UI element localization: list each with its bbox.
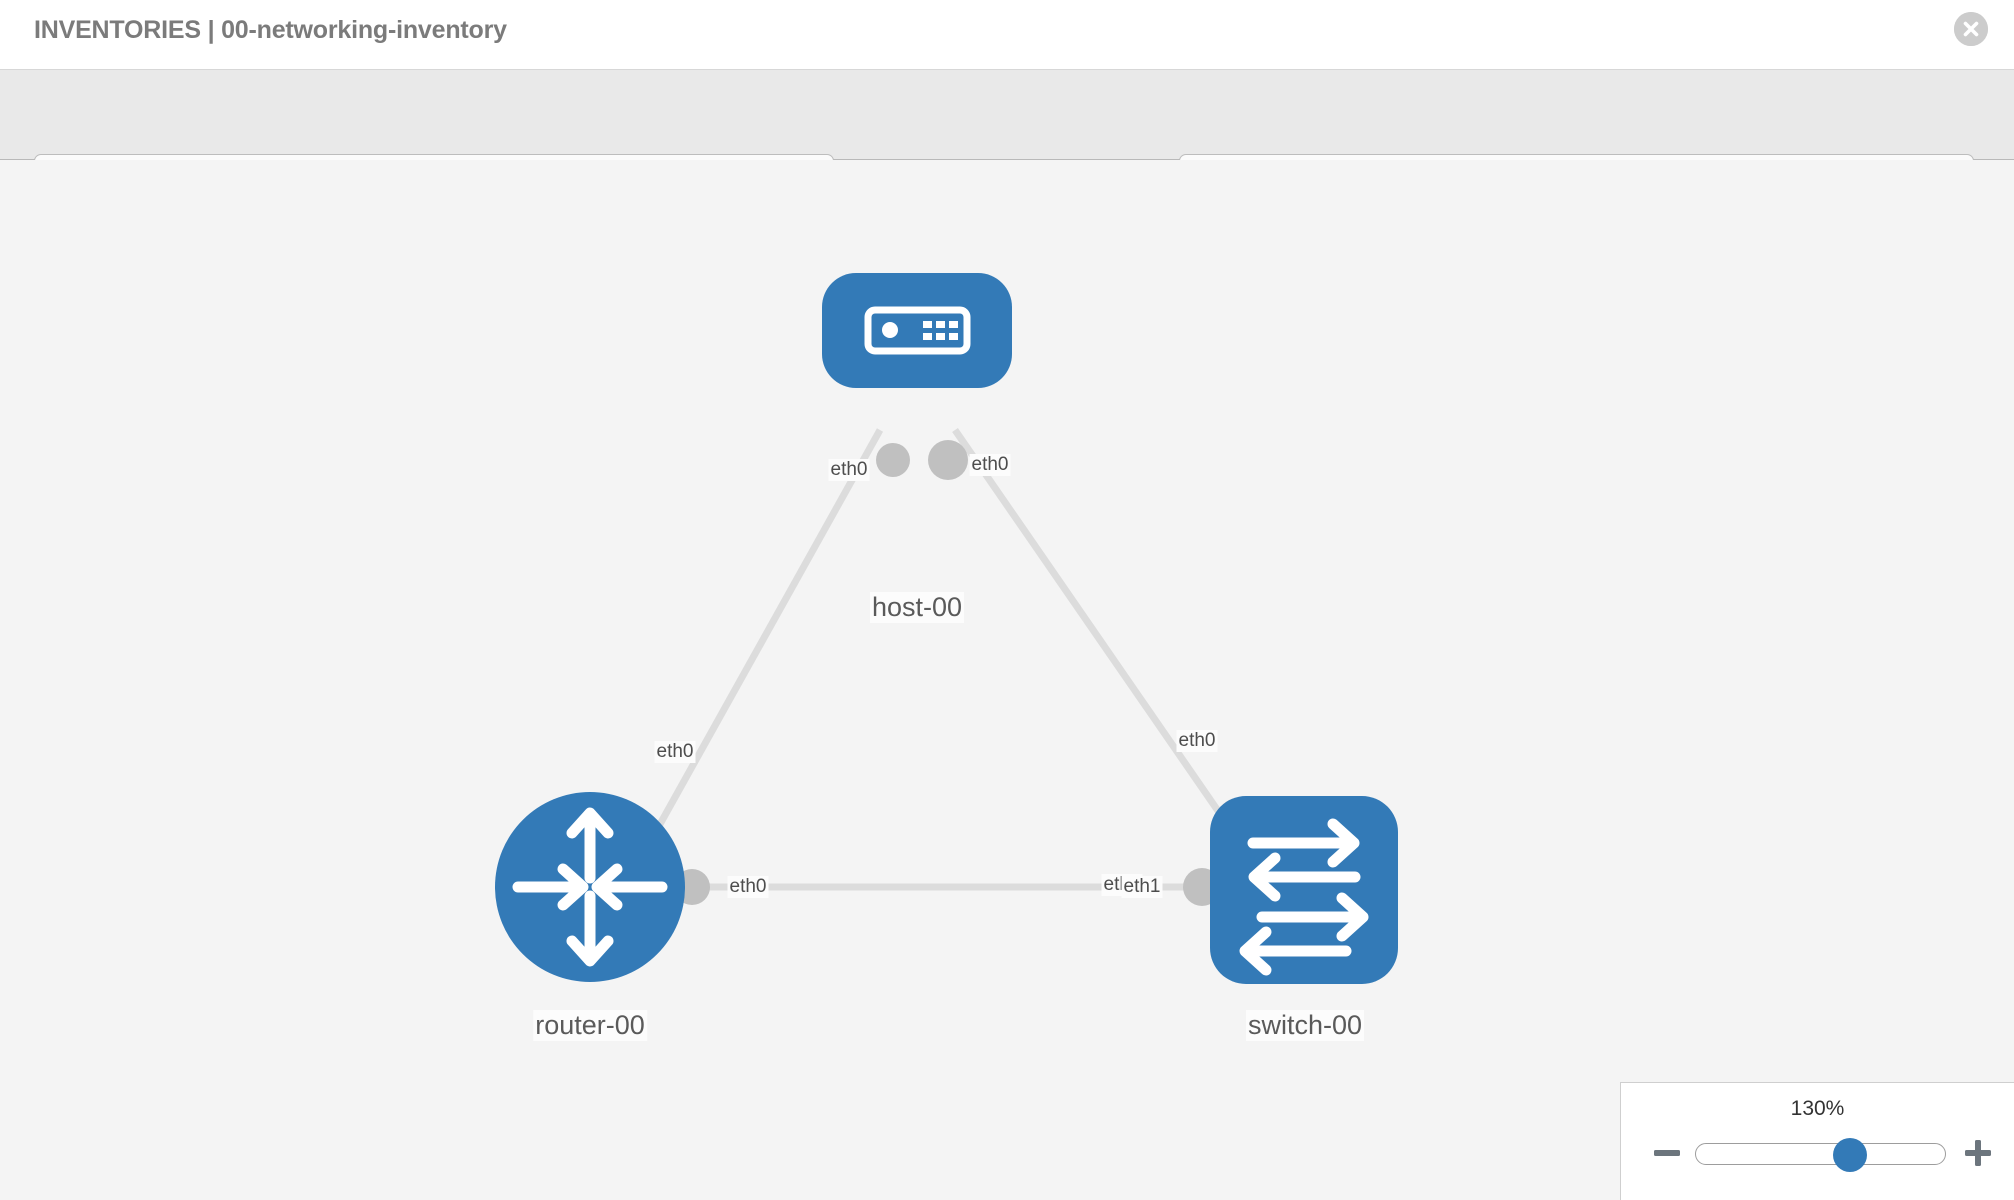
connector-host00-left <box>876 443 910 477</box>
edge-label: eth0 <box>828 459 870 481</box>
edge-label: eth0 <box>969 454 1011 476</box>
topology-canvas[interactable]: eth0 eth0 eth0 eth0 eth0 eth0 eth1 host-… <box>0 160 2014 1200</box>
connector-host00-right <box>928 440 968 480</box>
zoom-in-button[interactable] <box>1960 1135 1996 1171</box>
zoom-control-panel: 130% <box>1620 1082 2014 1200</box>
edge-label: eth1 <box>1121 876 1163 898</box>
node-label-router-00: router-00 <box>533 1010 647 1041</box>
toolbar: ACTIONS SEARCH <box>0 70 2014 206</box>
node-router-00[interactable] <box>495 792 685 982</box>
edge-host00-switch00 <box>952 428 1248 852</box>
page-header: INVENTORIES | 00-networking-inventory <box>0 0 2014 70</box>
zoom-slider-handle[interactable] <box>1833 1138 1868 1172</box>
node-label-host-00: host-00 <box>869 592 965 623</box>
node-host-00[interactable] <box>822 273 1012 388</box>
zoom-out-button[interactable] <box>1649 1135 1685 1171</box>
zoom-slider-track[interactable] <box>1695 1138 1946 1172</box>
edge-label: eth0 <box>727 876 769 898</box>
node-switch-00[interactable] <box>1210 796 1398 984</box>
zoom-slider-row <box>1621 1133 2014 1173</box>
edge-label: eth0 <box>1176 730 1218 752</box>
edge-label: eth0 <box>654 741 696 763</box>
topology-edges <box>636 428 1248 891</box>
edge-host00-router00 <box>636 428 884 862</box>
zoom-level-value: 130% <box>1790 1097 1845 1120</box>
page-title: INVENTORIES | 00-networking-inventory <box>34 16 507 44</box>
node-label-switch-00: switch-00 <box>1245 1010 1365 1041</box>
topology-connectors <box>674 440 1259 906</box>
close-icon[interactable] <box>1954 12 1988 46</box>
topology-graph <box>495 273 1398 984</box>
